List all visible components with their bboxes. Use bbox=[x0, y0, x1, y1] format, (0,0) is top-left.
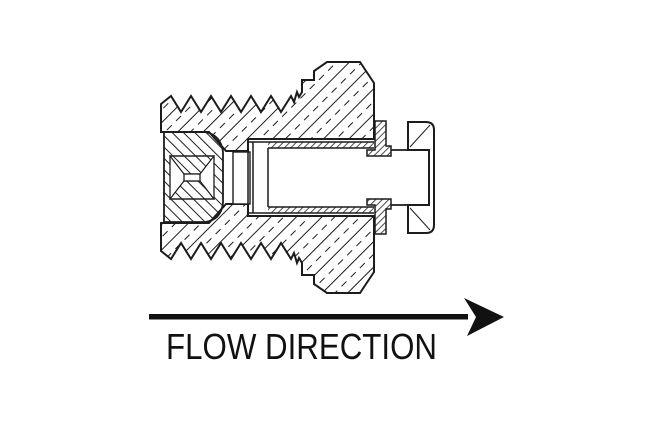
flow-arrow-head bbox=[464, 298, 504, 336]
sleeve-wall-hatch-top bbox=[268, 142, 374, 148]
poppet-head bbox=[407, 121, 435, 234]
poppet-head-hatch bbox=[409, 124, 431, 231]
spacer-ring bbox=[232, 151, 251, 205]
sleeve-cage bbox=[247, 141, 374, 214]
drawing-root bbox=[149, 61, 504, 336]
filter-orifice-insert bbox=[163, 131, 224, 223]
sleeve-outline bbox=[247, 141, 374, 214]
flow-arrow-shaft bbox=[149, 314, 468, 320]
threaded-body bbox=[160, 61, 375, 294]
retainer-top bbox=[366, 120, 392, 157]
flow-arrow bbox=[149, 298, 504, 336]
insert-throat bbox=[183, 173, 201, 182]
body-upper-half bbox=[160, 61, 375, 152]
retainer-bottom bbox=[366, 198, 392, 235]
poppet-stem bbox=[391, 149, 408, 206]
poppet bbox=[391, 121, 435, 234]
sleeve-wall-hatch-bottom bbox=[268, 207, 374, 213]
body-lower-half bbox=[160, 203, 375, 294]
flow-direction-label: FLOW DIRECTION bbox=[166, 326, 437, 367]
